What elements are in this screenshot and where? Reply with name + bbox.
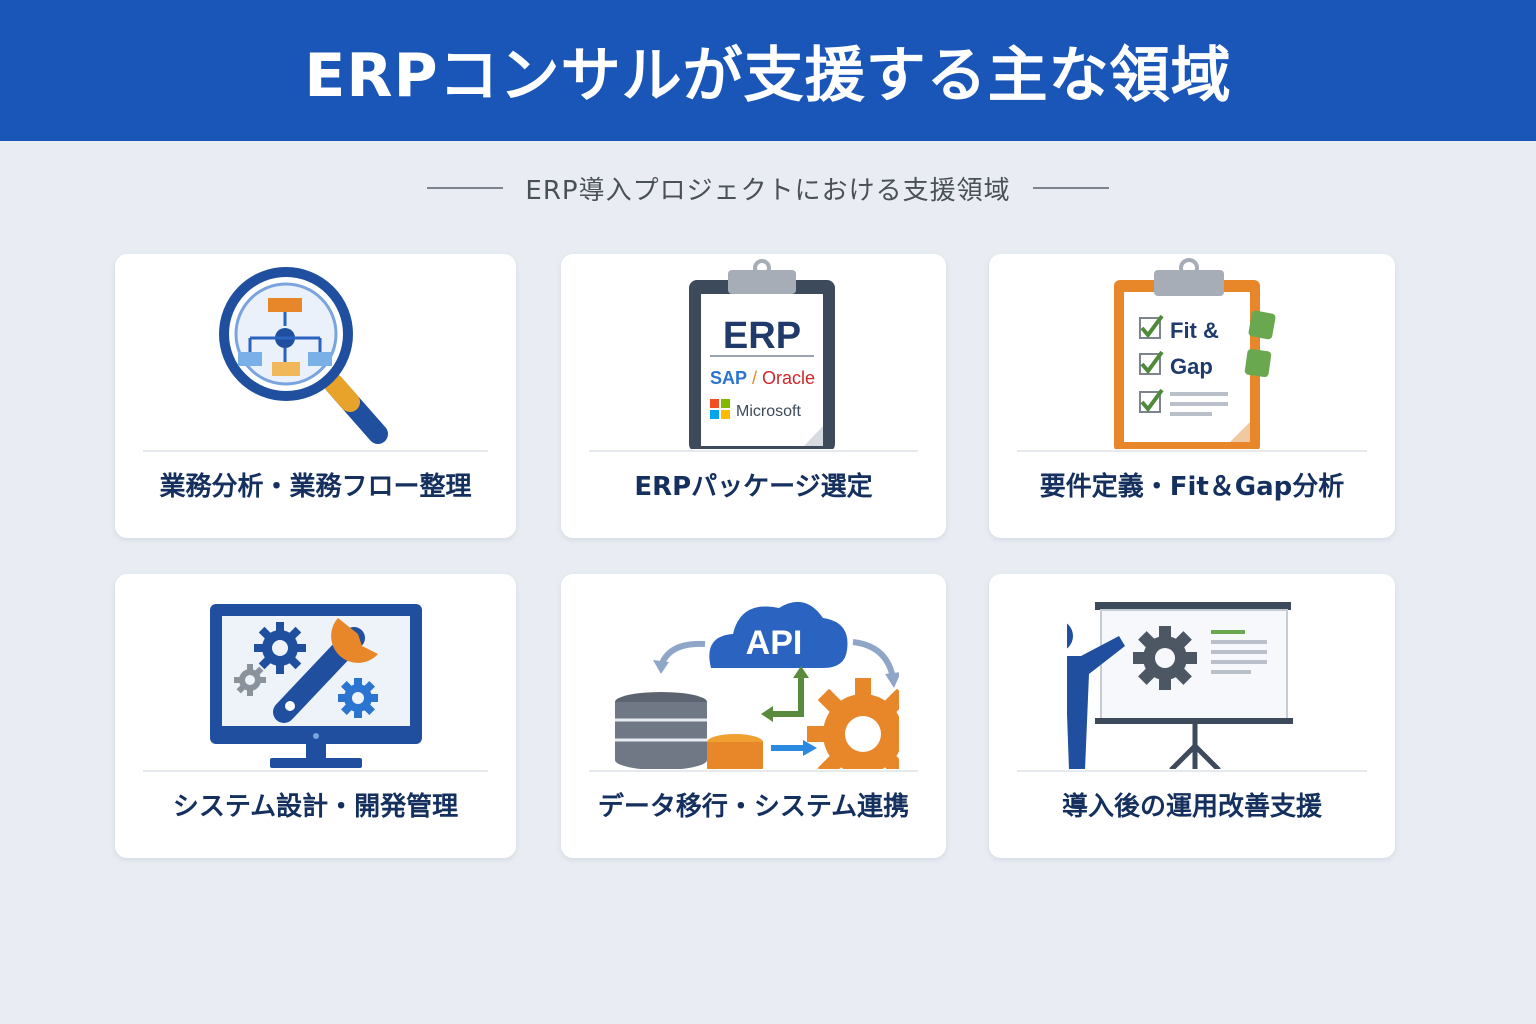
card-divider bbox=[589, 770, 918, 772]
card-divider bbox=[1017, 770, 1367, 772]
card-label: データ移行・システム連携 bbox=[597, 792, 910, 822]
erp-clipboard-icon: ERP SAP / Oracle Microsoft bbox=[561, 254, 946, 449]
subtitle-row: ERP導入プロジェクトにおける支援領域 bbox=[0, 168, 1536, 208]
api-text: API bbox=[745, 624, 802, 662]
card-data-migration: API bbox=[561, 574, 946, 858]
card-label: 導入後の運用改善支援 bbox=[1061, 792, 1322, 822]
header-banner: ERPコンサルが支援する主な領域 bbox=[0, 0, 1536, 141]
page-title: ERPコンサルが支援する主な領域 bbox=[304, 41, 1232, 111]
card-requirements: Fit & Gap 要件定義・Fit＆Gap分析 bbox=[989, 254, 1395, 538]
card-label: ERPパッケージ選定 bbox=[634, 472, 873, 502]
sap-text: SAP bbox=[710, 368, 747, 388]
card-divider bbox=[1017, 450, 1367, 452]
oracle-text: Oracle bbox=[762, 368, 815, 388]
card-operation-improvement: 導入後の運用改善支援 bbox=[989, 574, 1395, 858]
subtitle-left-rule bbox=[427, 187, 504, 189]
card-label: 業務分析・業務フロー整理 bbox=[159, 472, 472, 502]
gap-text: Gap bbox=[1170, 354, 1213, 379]
card-label: システム設計・開発管理 bbox=[172, 792, 459, 822]
card-erp-selection: ERP SAP / Oracle Microsoft ERPパッケージ選定 bbox=[561, 254, 946, 538]
api-cloud-database-icon: API bbox=[561, 574, 946, 769]
presenter-board-icon bbox=[989, 574, 1395, 769]
fit-text: Fit & bbox=[1170, 318, 1219, 343]
separator-text: / bbox=[752, 368, 757, 388]
erp-text: ERP bbox=[722, 315, 800, 357]
card-label: 要件定義・Fit＆Gap分析 bbox=[1039, 472, 1345, 502]
monitor-gears-wrench-icon bbox=[115, 574, 516, 769]
card-divider bbox=[143, 770, 488, 772]
magnifier-flowchart-icon bbox=[115, 254, 516, 449]
card-divider bbox=[143, 450, 488, 452]
card-business-analysis: 業務分析・業務フロー整理 bbox=[115, 254, 516, 538]
checklist-clipboard-icon: Fit & Gap bbox=[989, 254, 1395, 449]
subtitle: ERP導入プロジェクトにおける支援領域 bbox=[525, 175, 1011, 206]
microsoft-text: Microsoft bbox=[736, 403, 801, 420]
card-system-design: システム設計・開発管理 bbox=[115, 574, 516, 858]
card-divider bbox=[589, 450, 918, 452]
subtitle-right-rule bbox=[1032, 187, 1109, 189]
